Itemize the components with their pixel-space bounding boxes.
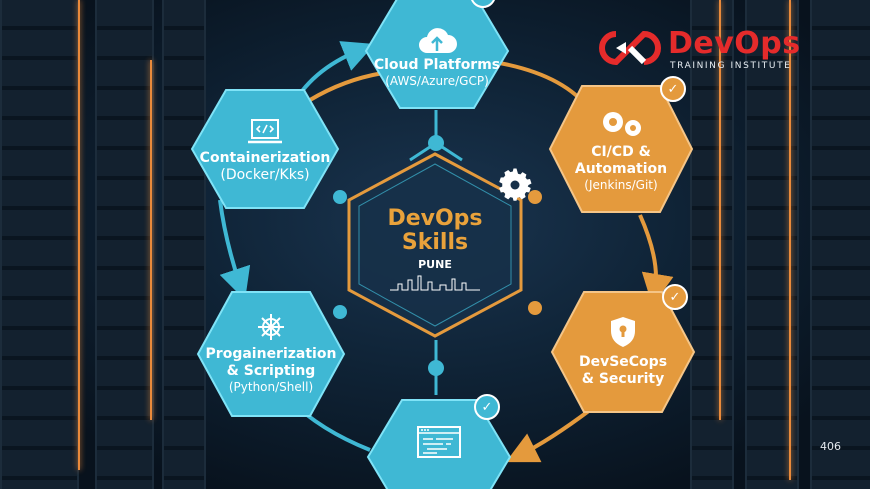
center-location: PUNE — [418, 257, 452, 271]
check-badge: ✓ — [474, 394, 500, 420]
node-title: Containerization — [199, 150, 331, 166]
ship-wheel-icon — [257, 313, 284, 340]
page-number: 406 — [820, 440, 841, 453]
node-subtitle: (AWS/Azure/GCP) — [385, 74, 489, 88]
node-title-line1: Progainerization — [205, 345, 337, 362]
node-cicd-automation: CI/CD & Automation (Jenkins/Git) ✓ — [548, 76, 694, 214]
gears-icon — [602, 111, 641, 136]
node-programming-scripting: Progainerization & Scripting (Python/She… — [196, 290, 346, 418]
node-cloud-platforms: Cloud Platforms (AWS/Azure/GCP) — [364, 0, 510, 110]
node-title-line1: CI/CD & — [591, 143, 651, 160]
brand-name: DevOps — [668, 26, 801, 61]
check-badge: ✓ — [660, 76, 686, 102]
server-rack — [690, 0, 734, 489]
node-title-line2: & Scripting — [226, 362, 316, 379]
node-title-line2: & Security — [581, 371, 665, 387]
brand-logo-icon — [599, 30, 661, 66]
node-devsecops-security: DevSeCops & Security ✓ — [550, 284, 696, 414]
laptop-code-icon — [247, 119, 282, 144]
shield-lock-icon — [610, 317, 635, 347]
browser-code-window-icon — [417, 426, 461, 458]
light-strip — [78, 0, 80, 470]
server-rack — [162, 0, 206, 489]
node-subtitle: (Docker/Kks) — [220, 167, 310, 183]
cloud-upload-icon — [418, 28, 457, 53]
center-title-line1: DevOps — [387, 205, 483, 231]
check-badge: ✓ — [662, 284, 688, 310]
light-strip — [789, 0, 791, 480]
node-subtitle: (Python/Shell) — [228, 379, 314, 394]
node-title-line1: DevSeCops — [578, 354, 668, 370]
light-strip — [719, 0, 721, 420]
node-title: Cloud Platforms — [373, 57, 501, 73]
node-subtitle: (Jenkins/Git) — [584, 177, 658, 192]
server-rack — [810, 0, 870, 489]
gear-icon — [499, 168, 532, 201]
center-title-line2: Skills — [401, 229, 469, 255]
server-rack — [95, 0, 154, 489]
brand-tagline: TRAINING INSTITUTE — [670, 61, 792, 71]
node-monitoring: ✓ — [366, 394, 512, 489]
city-skyline-icon — [389, 275, 480, 290]
node-containerization: Containerization (Docker/Kks) — [190, 88, 340, 210]
node-title-line2: Automation — [574, 160, 668, 177]
light-strip — [150, 60, 152, 420]
hexagon-outline — [347, 152, 523, 338]
center-hub: DevOps Skills PUNE — [345, 150, 532, 340]
